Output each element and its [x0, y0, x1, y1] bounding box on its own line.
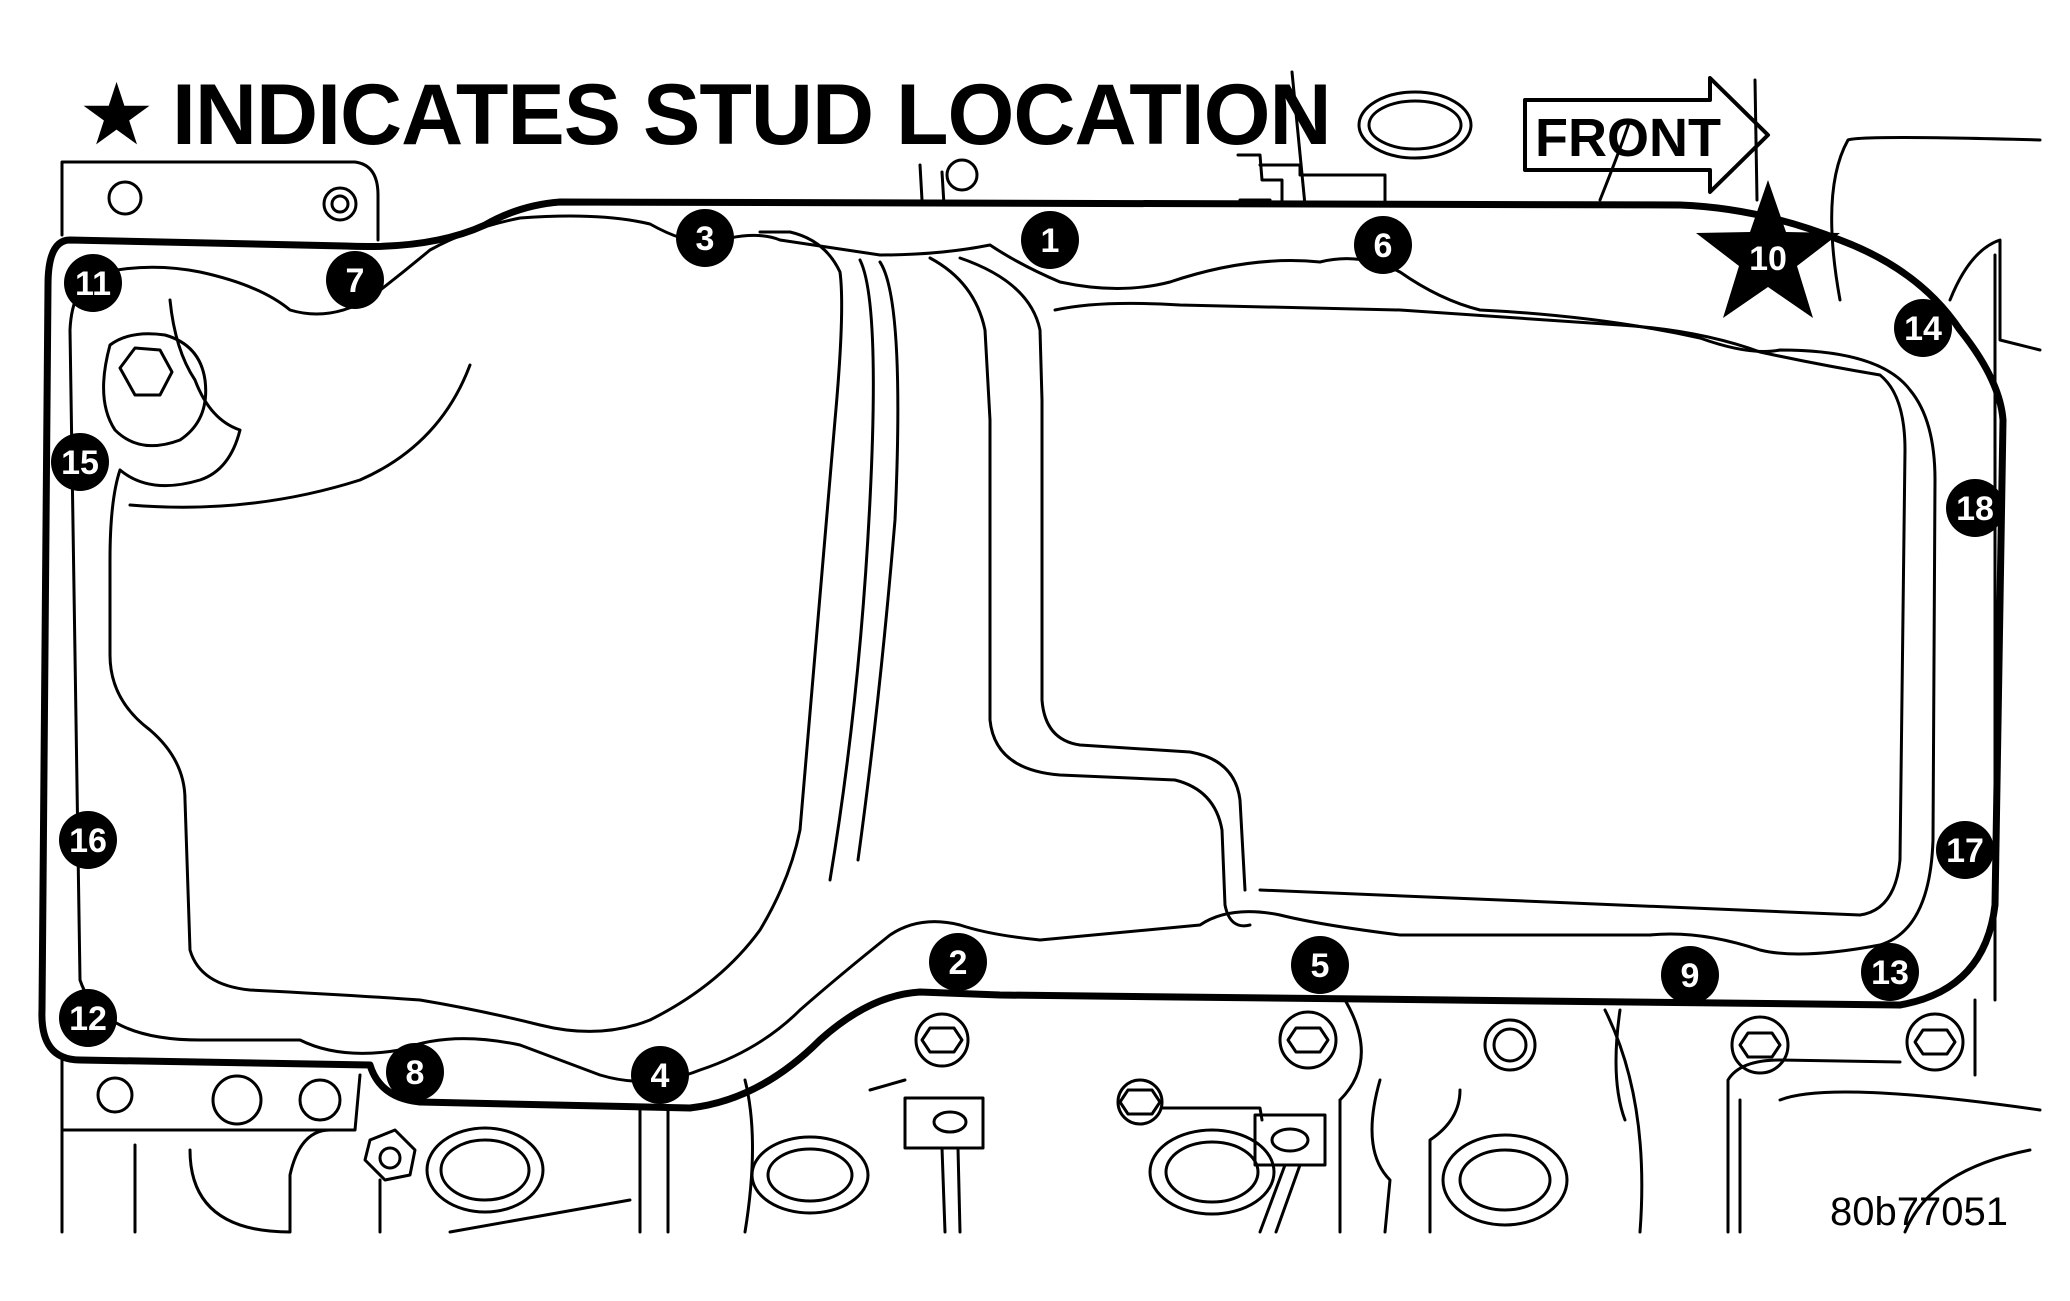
legend-star-icon: ★ — [78, 67, 154, 163]
svg-text:6: 6 — [1374, 227, 1393, 265]
svg-text:10: 10 — [1749, 240, 1787, 278]
svg-text:7: 7 — [346, 262, 365, 300]
bolt-5: 5 — [1291, 936, 1349, 994]
svg-text:12: 12 — [69, 1000, 107, 1038]
gasket-perimeter — [38, 198, 2007, 1112]
bolt-12: 12 — [59, 989, 117, 1047]
bolt-15: 15 — [51, 433, 109, 491]
bolt-17: 17 — [1936, 821, 1994, 879]
svg-text:14: 14 — [1904, 310, 1942, 348]
arrow-right-icon — [1523, 76, 1770, 194]
front-direction-arrow: FRONT — [1523, 76, 1770, 194]
bolt-3: 3 — [676, 209, 734, 267]
svg-text:17: 17 — [1946, 832, 1984, 870]
bolt-6: 6 — [1354, 216, 1412, 274]
svg-text:18: 18 — [1956, 490, 1994, 528]
oil-pan — [38, 198, 2007, 1112]
svg-text:4: 4 — [651, 1057, 670, 1095]
bolt-2: 2 — [929, 933, 987, 991]
front-label: FRONT — [1535, 108, 1721, 168]
pan-flange-inner — [68, 214, 1937, 1083]
bolt-markers: 1 2 3 4 5 6 7 8 — [51, 180, 2004, 1104]
svg-text:16: 16 — [69, 822, 107, 860]
svg-text:1: 1 — [1041, 222, 1060, 260]
sump-bowl-left — [108, 230, 844, 1033]
svg-text:3: 3 — [696, 220, 715, 258]
bolt-4: 4 — [631, 1046, 689, 1104]
engine-block-linework — [60, 70, 2042, 1234]
svg-text:9: 9 — [1681, 957, 1700, 995]
bolt-16: 16 — [59, 811, 117, 869]
svg-text:13: 13 — [1871, 954, 1909, 992]
figure-id: 80b77051 — [1830, 1190, 2008, 1234]
bolt-7: 7 — [326, 251, 384, 309]
svg-text:5: 5 — [1311, 947, 1330, 985]
svg-text:15: 15 — [61, 444, 99, 482]
bolt-11: 11 — [64, 254, 122, 312]
bolt-1: 1 — [1021, 211, 1079, 269]
svg-text:11: 11 — [75, 265, 111, 303]
bolt-14: 14 — [1894, 299, 1952, 357]
bolt-9: 9 — [1661, 946, 1719, 1004]
legend-text: INDICATES STUD LOCATION — [172, 67, 1331, 163]
bolt-13: 13 — [1861, 943, 1919, 1001]
legend: ★ INDICATES STUD LOCATION — [78, 67, 1332, 163]
svg-text:8: 8 — [406, 1054, 425, 1092]
drain-plug-boss — [102, 332, 208, 448]
svg-text:2: 2 — [949, 944, 968, 982]
bolt-8: 8 — [386, 1043, 444, 1101]
bolt-10-stud-star-icon: 10 — [1696, 180, 1840, 318]
drain-plug — [118, 346, 174, 397]
bolt-18: 18 — [1946, 479, 2004, 537]
